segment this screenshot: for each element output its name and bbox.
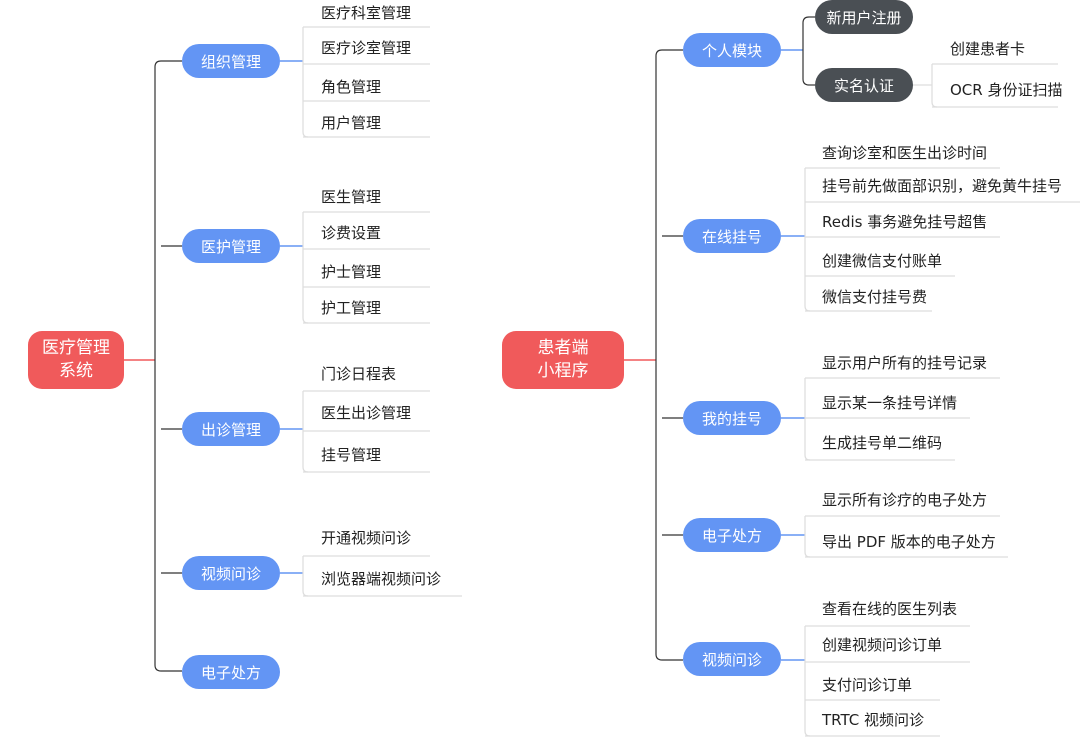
branch-video-consultation[interactable]: 视频问诊 <box>182 556 280 590</box>
leaf-doctor-management[interactable]: 医生管理 <box>321 188 382 206</box>
leaf-show-all-prescriptions[interactable]: 显示所有诊疗的电子处方 <box>822 491 988 509</box>
branch-personal-module[interactable]: 个人模块 <box>683 33 781 67</box>
leaf-bar-video <box>302 556 309 597</box>
leaf-user-management[interactable]: 用户管理 <box>321 114 382 132</box>
leaf-dept-management[interactable]: 医疗科室管理 <box>321 4 412 22</box>
leaf-bar-my-registration <box>804 378 811 461</box>
branch-medical-staff-management[interactable]: 医护管理 <box>182 229 280 263</box>
leaf-bar-prescription <box>804 516 811 558</box>
leaf-face-recognition[interactable]: 挂号前先做面部识别，避免黄牛挂号 <box>822 177 1063 195</box>
leaf-bar-org <box>302 27 309 138</box>
leaf-registration-qr-code[interactable]: 生成挂号单二维码 <box>822 434 943 452</box>
branch-online-registration[interactable]: 在线挂号 <box>683 219 781 253</box>
leaf-registration-management[interactable]: 挂号管理 <box>321 446 382 464</box>
node-new-user-signup[interactable]: 新用户注册 <box>815 0 913 34</box>
leaf-browser-video-consultation[interactable]: 浏览器端视频问诊 <box>321 570 442 588</box>
branch-e-prescription[interactable]: 电子处方 <box>182 655 280 689</box>
leaf-enable-video-consultation[interactable]: 开通视频问诊 <box>321 529 412 547</box>
leaf-online-doctor-list[interactable]: 查看在线的医生列表 <box>822 600 958 618</box>
branch-my-registrations[interactable]: 我的挂号 <box>683 401 781 435</box>
leaf-redis-transaction[interactable]: Redis 事务避免挂号超售 <box>822 213 988 231</box>
root-node-patient-miniprogram[interactable]: 患者端 小程序 <box>502 331 624 389</box>
leaf-bar-registration <box>804 168 811 312</box>
leaf-clinic-room-management[interactable]: 医疗诊室管理 <box>321 39 412 57</box>
branch-e-prescription-right[interactable]: 电子处方 <box>683 518 781 552</box>
leaf-bar-video-right <box>804 626 811 737</box>
leaf-caregiver-management[interactable]: 护工管理 <box>321 299 382 317</box>
leaf-pay-consultation-order[interactable]: 支付问诊订单 <box>822 676 913 694</box>
leaf-nurse-management[interactable]: 护士管理 <box>321 263 382 281</box>
leaf-outpatient-schedule[interactable]: 门诊日程表 <box>321 365 397 383</box>
personal-sub-trunk <box>802 16 810 86</box>
branch-video-consultation-right[interactable]: 视频问诊 <box>683 642 781 676</box>
branch-organization-management[interactable]: 组织管理 <box>182 44 280 78</box>
left-trunk <box>154 60 162 672</box>
leaf-doctor-visit-management[interactable]: 医生出诊管理 <box>321 404 412 422</box>
branch-visit-management[interactable]: 出诊管理 <box>182 412 280 446</box>
leaf-bar-staff <box>302 212 309 324</box>
leaf-wechat-pay-fee[interactable]: 微信支付挂号费 <box>822 288 928 306</box>
root-node-medical-management[interactable]: 医疗管理 系统 <box>28 331 124 389</box>
leaf-show-all-registrations[interactable]: 显示用户所有的挂号记录 <box>822 354 988 372</box>
leaf-create-video-order[interactable]: 创建视频问诊订单 <box>822 636 943 654</box>
node-real-name-verification[interactable]: 实名认证 <box>815 68 913 102</box>
leaf-export-pdf-prescription[interactable]: 导出 PDF 版本的电子处方 <box>822 533 996 551</box>
leaf-create-wechat-bill[interactable]: 创建微信支付账单 <box>822 252 943 270</box>
leaf-fee-settings[interactable]: 诊费设置 <box>321 224 382 242</box>
right-trunk <box>655 49 663 661</box>
leaf-ocr-id-scan[interactable]: OCR 身份证扫描 <box>950 81 1063 99</box>
leaf-registration-detail[interactable]: 显示某一条挂号详情 <box>822 394 958 412</box>
leaf-query-clinic-schedule[interactable]: 查询诊室和医生出诊时间 <box>822 144 988 162</box>
leaf-role-management[interactable]: 角色管理 <box>321 78 382 96</box>
leaf-trtc-video[interactable]: TRTC 视频问诊 <box>822 711 925 729</box>
leaf-create-patient-card[interactable]: 创建患者卡 <box>950 40 1026 58</box>
leaf-bar-verify <box>931 64 938 108</box>
